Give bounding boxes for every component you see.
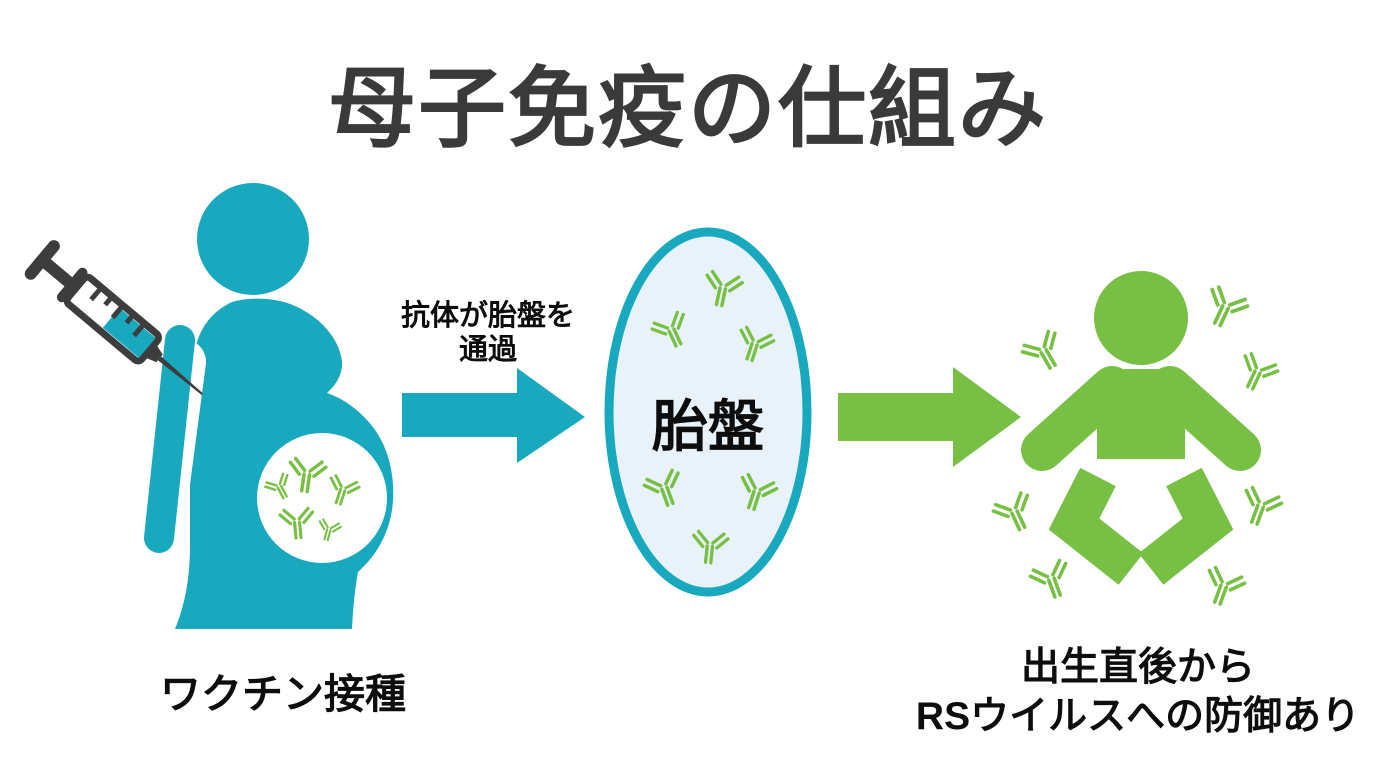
antibody-icon [1197, 283, 1252, 335]
antibody-icon [1198, 564, 1248, 612]
page-title: 母子免疫の仕組み [327, 59, 1048, 158]
antibody-icon [1235, 484, 1285, 532]
antibody-icon [989, 489, 1041, 539]
pregnant-woman-icon [137, 183, 394, 629]
arrow-label-line2: 通過 [458, 334, 517, 367]
vaccination-caption: ワクチン接種 [160, 671, 406, 717]
arrow-label: 抗体が胎盤を 通過 [368, 299, 608, 367]
syringe-icon [24, 240, 204, 396]
antibody-icon [1027, 557, 1077, 605]
placenta-label: 胎盤 [652, 395, 764, 458]
arrow-right-teal-icon [402, 368, 585, 463]
arrow-label-line1: 抗体が胎盤を [400, 300, 575, 332]
womb-circle [257, 433, 387, 563]
baby-protection-caption: 出生直後から RSウイルスへの防御あり [878, 644, 1376, 742]
antibody-icon [1232, 350, 1282, 397]
baby-icon [1021, 271, 1261, 585]
baby-caption-line2: RSウイルスへの防御あり [915, 694, 1361, 738]
baby-caption-line1: 出生直後から [1020, 646, 1255, 689]
antibody-icon [1018, 327, 1071, 378]
arrow-right-green-icon [838, 367, 1021, 467]
